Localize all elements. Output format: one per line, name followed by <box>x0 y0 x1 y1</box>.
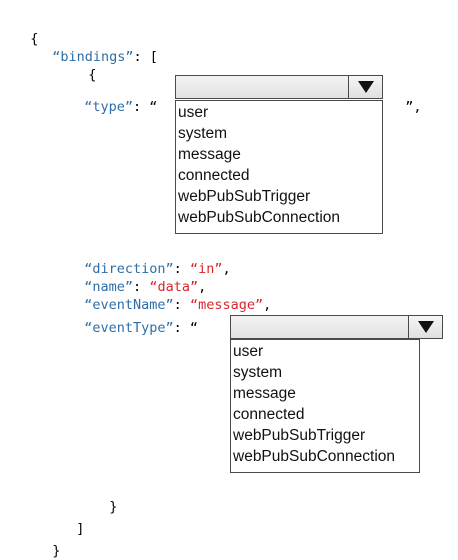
type-option-user[interactable]: user <box>178 104 209 121</box>
eventname-key: “eventName” <box>84 297 174 313</box>
direction-comma: , <box>222 261 231 277</box>
chevron-down-icon <box>357 81 374 93</box>
type-dropdown-button[interactable] <box>348 76 382 98</box>
type-option-webpubsubconnection[interactable]: webPubSubConnection <box>178 209 341 226</box>
open-brace-text: { <box>30 31 39 47</box>
name-value: “data” <box>149 279 199 295</box>
inner-close-brace-text: } <box>109 499 118 515</box>
close-brace-text: } <box>52 543 61 559</box>
eventtype-dropdown-button[interactable] <box>408 316 442 338</box>
root-close-brace: } <box>36 524 60 560</box>
array-close-text: ] <box>76 521 85 537</box>
eventtype-options-list: user system message connected webPubSubT… <box>230 339 420 473</box>
type-key: “type” <box>84 99 134 115</box>
root-open-brace: { <box>14 12 38 48</box>
inner-open-brace-text: { <box>88 67 97 83</box>
bindings-array-close: ] <box>60 502 84 538</box>
type-option-system[interactable]: system <box>178 125 228 142</box>
eventtype-option-message[interactable]: message <box>233 385 296 402</box>
type-select[interactable] <box>175 75 383 99</box>
name-key: “name” <box>84 279 134 295</box>
type-options-list: user system message connected webPubSubT… <box>175 100 383 234</box>
name-comma: , <box>198 279 207 295</box>
eventname-value: “message” <box>189 297 264 313</box>
eventname-line: “eventName”: “message”, <box>68 278 271 314</box>
eventtype-option-connected[interactable]: connected <box>233 406 305 423</box>
type-colon: : “ <box>133 99 158 115</box>
type-line: “type”: “ <box>68 80 157 116</box>
name-colon: : <box>133 279 150 295</box>
type-option-webpubsubtrigger[interactable]: webPubSubTrigger <box>178 188 311 205</box>
eventname-comma: , <box>263 297 272 313</box>
direction-value: “in” <box>189 261 223 277</box>
eventtype-option-user[interactable]: user <box>233 343 264 360</box>
direction-key: “direction” <box>84 261 174 277</box>
bindings-tail: : [ <box>133 49 158 65</box>
eventtype-option-webpubsubtrigger[interactable]: webPubSubTrigger <box>233 427 366 444</box>
binding-object-open: { <box>72 48 96 84</box>
eventname-colon: : <box>173 297 190 313</box>
type-option-connected[interactable]: connected <box>178 167 250 184</box>
name-line: “name”: “data”, <box>68 260 206 296</box>
direction-line: “direction”: “in”, <box>68 242 231 278</box>
chevron-down-icon <box>417 321 434 333</box>
eventtype-close-quote: ” <box>444 307 458 343</box>
eventtype-line: “eventType”: “ <box>68 301 198 337</box>
type-close-text: ”, <box>405 99 422 115</box>
type-close-quote: ”, <box>389 80 422 116</box>
type-option-message[interactable]: message <box>178 146 241 163</box>
eventtype-colon: : “ <box>173 320 199 336</box>
bindings-line: “bindings”: [ <box>36 30 158 66</box>
eventtype-key: “eventType” <box>84 320 174 336</box>
bindings-key: “bindings” <box>52 49 134 65</box>
direction-colon: : <box>173 261 190 277</box>
eventtype-option-system[interactable]: system <box>233 364 283 381</box>
eventtype-select[interactable] <box>230 315 443 339</box>
eventtype-option-webpubsubconnection[interactable]: webPubSubConnection <box>233 448 396 465</box>
binding-object-close: } <box>93 480 117 516</box>
